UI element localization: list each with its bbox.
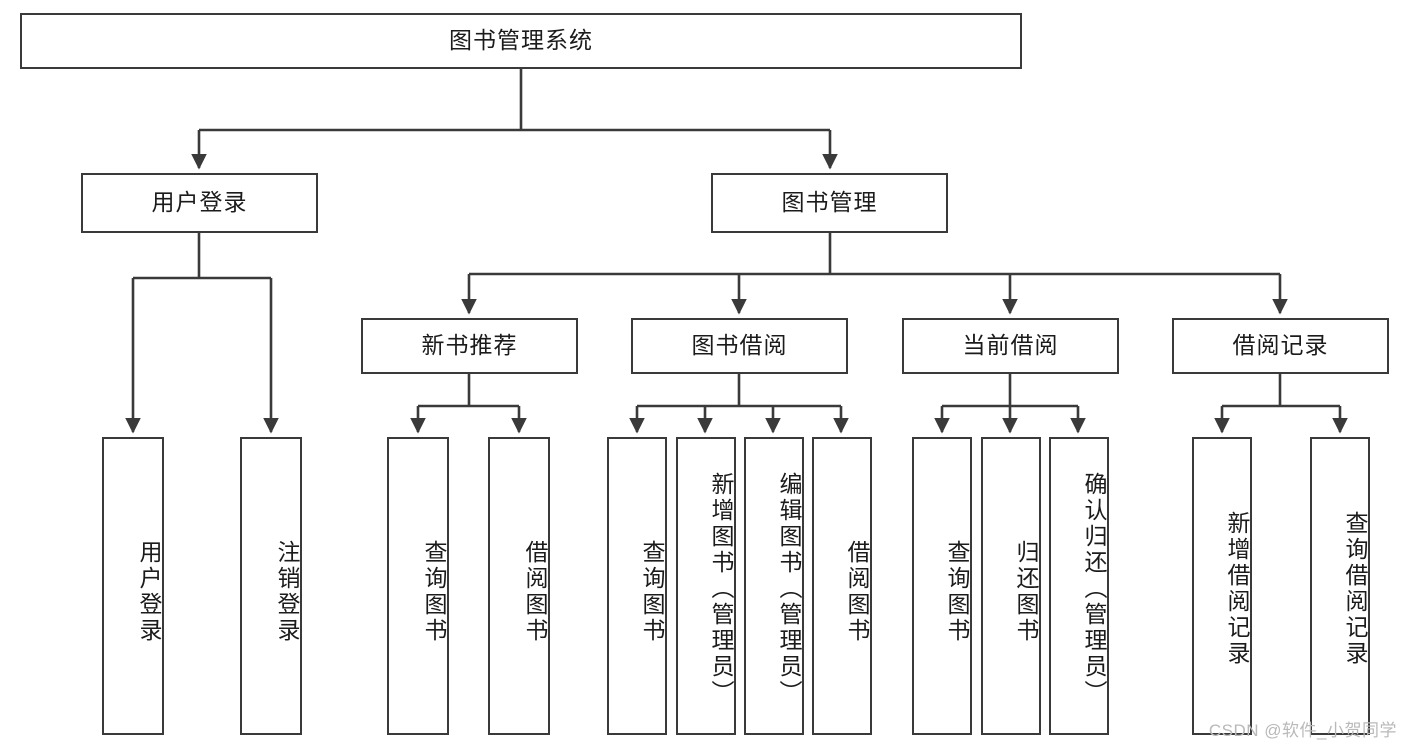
node-new-book-recommend[interactable]: 新书推荐 — [361, 318, 578, 374]
node-label: 用户登录 — [151, 189, 248, 216]
node-label: 借阅图书 — [844, 540, 870, 644]
node-user-login[interactable]: 用户登录 — [81, 173, 318, 233]
leaf-borrow-borrow-book[interactable]: 借阅图书 — [812, 437, 872, 735]
node-label: 新增图书（管理员） — [708, 472, 734, 706]
leaf-current-return-book[interactable]: 归还图书 — [981, 437, 1041, 735]
node-label: 用户登录 — [136, 540, 162, 644]
node-label: 查询图书 — [639, 540, 665, 644]
node-book-management[interactable]: 图书管理 — [711, 173, 948, 233]
node-label: 确认归还（管理员） — [1081, 472, 1107, 706]
node-label: 注销登录 — [274, 540, 300, 644]
leaf-recommend-borrow-book[interactable]: 借阅图书 — [488, 437, 550, 735]
node-label: 图书管理 — [781, 189, 878, 216]
leaf-current-confirm-return-admin[interactable]: 确认归还（管理员） — [1049, 437, 1109, 735]
node-label: 借阅图书 — [522, 540, 548, 644]
node-label: 归还图书 — [1013, 540, 1039, 644]
node-label: 新书推荐 — [421, 332, 518, 359]
node-root-book-management-system[interactable]: 图书管理系统 — [20, 13, 1022, 69]
node-label: 图书管理系统 — [449, 27, 593, 54]
node-label: 查询图书 — [421, 540, 447, 644]
leaf-current-query-book[interactable]: 查询图书 — [912, 437, 972, 735]
leaf-record-query-borrow-record[interactable]: 查询借阅记录 — [1310, 437, 1370, 735]
node-label: 图书借阅 — [691, 332, 788, 359]
node-label: 当前借阅 — [962, 332, 1059, 359]
csdn-watermark: CSDN @软件_小贺同学 — [1208, 721, 1397, 740]
node-label: 查询借阅记录 — [1342, 511, 1368, 667]
node-book-borrow[interactable]: 图书借阅 — [631, 318, 848, 374]
leaf-borrow-query-book[interactable]: 查询图书 — [607, 437, 667, 735]
leaf-user-login-login[interactable]: 用户登录 — [102, 437, 164, 735]
leaf-recommend-query-book[interactable]: 查询图书 — [387, 437, 449, 735]
node-label: 查询图书 — [944, 540, 970, 644]
node-label: 借阅记录 — [1232, 332, 1329, 359]
node-label: 新增借阅记录 — [1224, 511, 1250, 667]
leaf-user-login-logout[interactable]: 注销登录 — [240, 437, 302, 735]
leaf-record-add-borrow-record[interactable]: 新增借阅记录 — [1192, 437, 1252, 735]
node-borrow-record[interactable]: 借阅记录 — [1172, 318, 1389, 374]
leaf-borrow-add-book-admin[interactable]: 新增图书（管理员） — [676, 437, 736, 735]
leaf-borrow-edit-book-admin[interactable]: 编辑图书（管理员） — [744, 437, 804, 735]
node-current-borrow[interactable]: 当前借阅 — [902, 318, 1119, 374]
node-label: 编辑图书（管理员） — [776, 472, 802, 706]
